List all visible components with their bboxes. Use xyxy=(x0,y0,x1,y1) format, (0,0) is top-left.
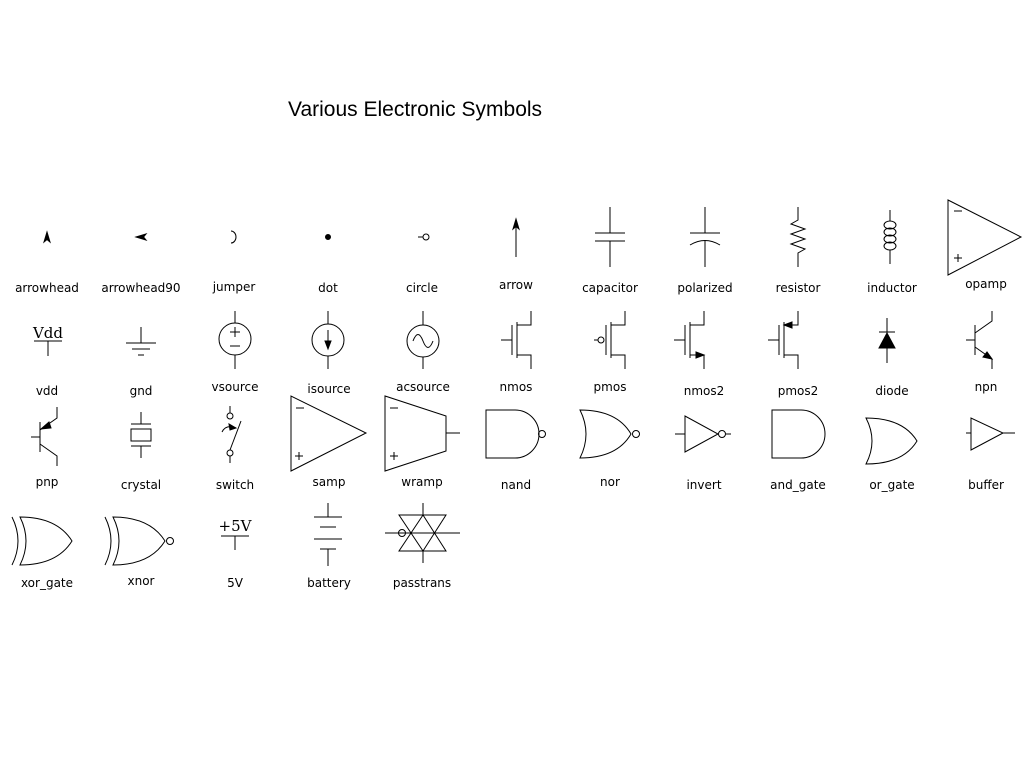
wramp-symbol xyxy=(384,395,460,472)
vdd-label: vdd xyxy=(36,384,58,398)
plus5v-label: 5V xyxy=(227,576,244,590)
gnd-symbol xyxy=(126,327,156,356)
buffer-symbol xyxy=(966,417,1015,451)
switch-label: switch xyxy=(216,478,254,492)
crystal-label: crystal xyxy=(121,478,161,492)
battery-label: battery xyxy=(307,576,351,590)
vdd-text: Vdd xyxy=(32,324,63,342)
samp-label: samp xyxy=(313,475,346,489)
xor-gate-label: xor_gate xyxy=(21,576,73,590)
isource-symbol xyxy=(311,311,345,369)
arrowhead-label: arrowhead xyxy=(15,281,79,295)
circle-symbol xyxy=(418,233,430,241)
page-title: Various Electronic Symbols xyxy=(288,98,543,121)
gnd-label: gnd xyxy=(130,384,153,398)
and-gate-symbol xyxy=(771,409,826,459)
pnp-label: pnp xyxy=(36,475,59,489)
crystal-symbol xyxy=(130,412,152,458)
nor-label: nor xyxy=(600,475,620,489)
nmos2-symbol xyxy=(674,311,706,369)
inductor-symbol xyxy=(883,210,897,264)
arrow-symbol xyxy=(512,217,520,257)
polarized-symbol xyxy=(689,207,721,267)
invert-symbol xyxy=(675,415,731,453)
passtrans-symbol xyxy=(385,503,460,563)
opamp-symbol xyxy=(947,199,1023,276)
diode-symbol xyxy=(878,318,896,363)
pnp-symbol xyxy=(31,407,58,466)
xnor-symbol xyxy=(104,516,174,566)
jumper-symbol xyxy=(230,230,237,244)
inductor-label: inductor xyxy=(867,281,917,295)
diode-label: diode xyxy=(875,384,908,398)
battery-symbol xyxy=(314,503,342,566)
dot-symbol xyxy=(325,234,331,240)
dot-label: dot xyxy=(318,281,338,295)
pmos2-label: pmos2 xyxy=(778,384,819,398)
nmos-label: nmos xyxy=(500,380,533,394)
npn-symbol xyxy=(966,311,994,369)
nand-label: nand xyxy=(501,478,531,492)
plus5v-symbol: +5V xyxy=(219,517,253,550)
pmos2-symbol xyxy=(768,311,799,369)
passtrans-label: passtrans xyxy=(393,576,451,590)
jumper-label: jumper xyxy=(212,280,256,294)
circle-label: circle xyxy=(406,281,438,295)
resistor-symbol xyxy=(789,207,807,267)
opamp-label: opamp xyxy=(965,277,1007,291)
pmos-symbol xyxy=(594,311,626,369)
invert-label: invert xyxy=(686,478,721,492)
arrow-label: arrow xyxy=(499,278,533,292)
or-gate-label: or_gate xyxy=(869,478,914,492)
resistor-label: resistor xyxy=(776,281,821,295)
nand-symbol xyxy=(485,409,546,459)
wramp-label: wramp xyxy=(401,475,442,489)
vsource-symbol xyxy=(218,311,252,369)
buffer-label: buffer xyxy=(968,478,1004,492)
acsource-label: acsource xyxy=(396,380,450,394)
samp-symbol xyxy=(290,395,368,472)
and-gate-label: and_gate xyxy=(770,478,826,492)
nmos2-label: nmos2 xyxy=(684,384,725,398)
nmos-symbol xyxy=(501,311,532,369)
polarized-label: polarized xyxy=(677,281,732,295)
switch-symbol xyxy=(221,406,242,463)
xnor-label: xnor xyxy=(128,574,155,588)
capacitor-label: capacitor xyxy=(582,281,638,295)
xor-gate-symbol xyxy=(11,516,73,566)
plus5v-text: +5V xyxy=(219,517,253,535)
acsource-symbol xyxy=(406,311,440,369)
npn-label: npn xyxy=(975,380,998,394)
pmos-label: pmos xyxy=(594,380,627,394)
arrowhead90-symbol xyxy=(134,233,148,241)
arrowhead90-label: arrowhead90 xyxy=(101,281,180,295)
or-gate-symbol xyxy=(865,417,918,465)
capacitor-symbol xyxy=(595,207,625,267)
vdd-symbol: Vdd xyxy=(32,324,63,356)
arrowhead-symbol xyxy=(43,230,51,244)
isource-label: isource xyxy=(307,382,350,396)
vsource-label: vsource xyxy=(212,380,259,394)
nor-symbol xyxy=(579,409,640,459)
